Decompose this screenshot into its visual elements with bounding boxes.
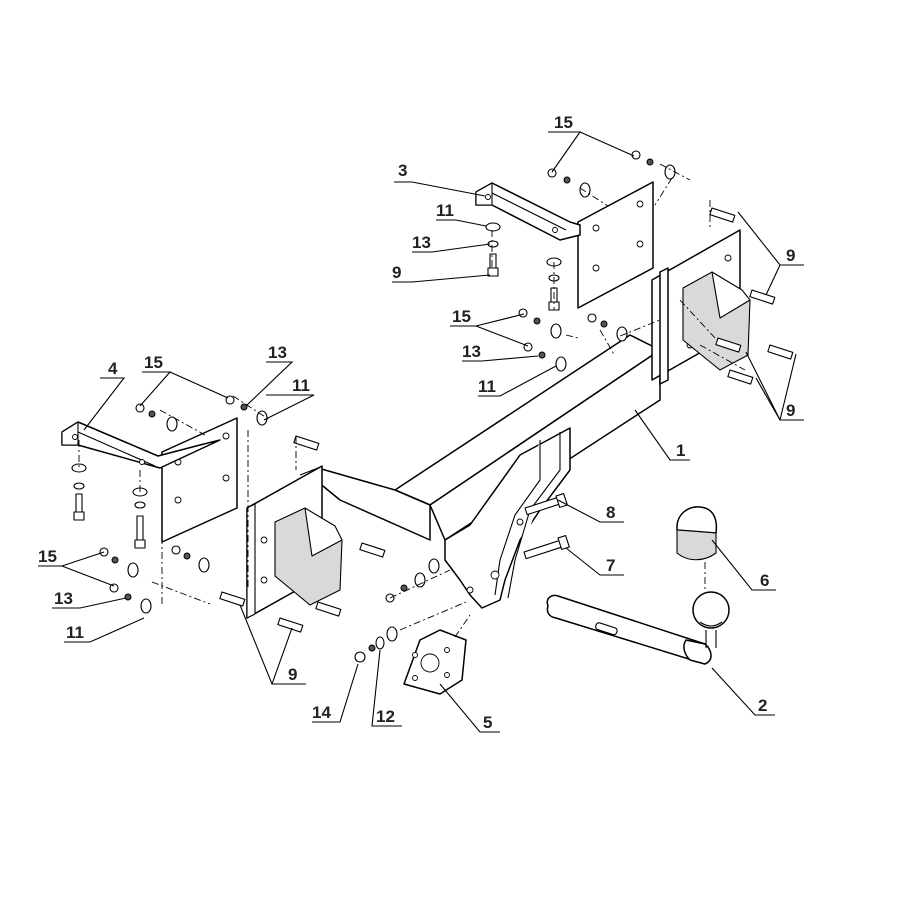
right-side-bracket-3 <box>475 182 581 241</box>
left-bracket-bolt-stack-a <box>71 463 87 521</box>
bolts-9-right <box>709 207 794 385</box>
callout-4: 4 <box>108 359 118 378</box>
callout-5: 5 <box>483 713 492 732</box>
callout-12: 12 <box>376 707 395 726</box>
nut-washer-set-right-top <box>547 150 676 198</box>
callout-3: 3 <box>398 161 407 180</box>
callout-15-left-bottom: 15 <box>38 547 57 566</box>
nut-washer-set-left-bottom <box>99 545 210 614</box>
callout-2: 2 <box>758 696 767 715</box>
left-side-bracket-4 <box>61 421 221 469</box>
callout-13-left-top: 13 <box>268 343 287 362</box>
right-mounting-plate <box>577 181 654 309</box>
callout-1: 1 <box>676 441 685 460</box>
ball-cover-6 <box>676 506 718 561</box>
callout-11-left-top: 11 <box>292 376 310 395</box>
nut-14-washers-12 <box>354 626 398 663</box>
callout-9-right-top: 9 <box>786 246 795 265</box>
callout-leaders <box>38 131 804 733</box>
callout-13-right-top: 13 <box>412 233 431 252</box>
callout-9-bottom-left: 9 <box>288 665 297 684</box>
callout-15-right-bottom: 15 <box>452 307 471 326</box>
ball-mount-2 <box>546 562 730 665</box>
callout-6: 6 <box>760 571 769 590</box>
receiver-housing <box>444 427 571 609</box>
callout-15-left-top: 15 <box>144 353 163 372</box>
nut-washer-set-left-top <box>135 395 268 432</box>
callout-7: 7 <box>606 556 615 575</box>
bolt-8 <box>524 492 568 516</box>
callout-9-middle: 9 <box>392 263 401 282</box>
assembly-lines <box>78 163 746 638</box>
callout-11-right-bottom: 11 <box>478 377 496 396</box>
callout-11-left-bottom: 11 <box>66 623 84 642</box>
right-bracket-bolt-stack-a <box>485 222 501 277</box>
callout-labels: 1 2 3 4 5 6 7 8 9 9 9 9 11 11 11 11 12 1… <box>38 113 795 732</box>
left-bracket-bolt-stack-b <box>132 487 148 549</box>
housing-nut-washers <box>385 558 440 603</box>
callout-14: 14 <box>312 703 331 722</box>
socket-bracket-5 <box>403 629 467 695</box>
callout-15-right-top: 15 <box>554 113 573 132</box>
callout-8: 8 <box>606 503 615 522</box>
callout-13-right-bottom: 13 <box>462 342 481 361</box>
callout-13-left-bottom: 13 <box>54 589 73 608</box>
bolts-9-left <box>219 435 386 633</box>
callout-11-right-top: 11 <box>436 201 454 220</box>
left-mounting-plate <box>161 417 343 619</box>
bolt-7 <box>523 534 570 560</box>
callout-9-right-bottom: 9 <box>786 401 795 420</box>
